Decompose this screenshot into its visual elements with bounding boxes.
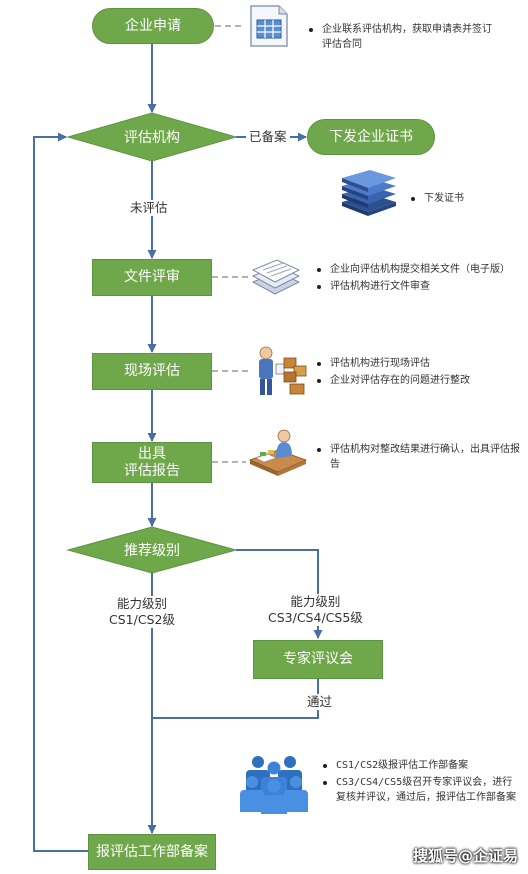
edge-label-level-high-1: 能力级别 [290, 594, 341, 609]
node-filing: 报评估工作部备案 [88, 834, 216, 870]
application-form-icon [250, 5, 288, 47]
note-filing: CS1/CS2级报评估工作部备案 CS3/CS4/CS5级召开专家评议会，进行复… [322, 758, 522, 807]
note-doc-review-text-1: 企业向评估机构提交相关文件（电子版） [330, 264, 510, 275]
note-cert: 下发证书 [410, 191, 510, 208]
watermark: 搜狐号@企证易 [412, 847, 518, 865]
note-onsite-text-1: 评估机构进行现场评估 [330, 358, 430, 369]
node-issue-cert: 下发企业证书 [307, 119, 435, 155]
inspector-boxes-icon [259, 346, 307, 395]
note-apply-text-1: 企业联系评估机构，获取申请表并签订评估合同 [322, 24, 492, 50]
node-issue-cert-label: 下发企业证书 [329, 128, 413, 145]
report-desk-icon [248, 429, 308, 476]
note-onsite-item-1: 评估机构进行现场评估 [316, 356, 516, 371]
note-apply-item: 企业联系评估机构，获取申请表并签订评估合同 [308, 22, 500, 52]
note-filing-item-2: CS3/CS4/CS5级召开专家评议会，进行复核并评议，通过后，报评估工作部备案 [322, 775, 522, 805]
node-report-label-1: 出具 [138, 445, 166, 462]
note-doc-review-item-1: 企业向评估机构提交相关文件（电子版） [316, 262, 510, 277]
note-report: 评估机构对整改结果进行确认，出具评估报告 [316, 442, 522, 474]
note-filing-text-2: CS3/CS4/CS5级召开专家评议会，进行复核并评议，通过后，报评估工作部备案 [336, 777, 516, 803]
note-report-text-1: 评估机构对整改结果进行确认，出具评估报告 [330, 444, 520, 470]
note-cert-text-1: 下发证书 [424, 193, 464, 204]
edge-label-filed: 已备案 [246, 129, 290, 145]
note-cert-item: 下发证书 [410, 191, 510, 206]
note-report-item: 评估机构对整改结果进行确认，出具评估报告 [316, 442, 522, 472]
edge-label-passed: 通过 [304, 694, 336, 710]
edge-label-not-assessed: 未评估 [127, 200, 171, 216]
edge-label-level-low: 能力级别 CS1/CS2级 [106, 596, 178, 628]
arrow-filing-loop [33, 132, 88, 852]
note-doc-review-item-2: 评估机构进行文件审查 [316, 279, 508, 294]
node-report: 出具 评估报告 [92, 442, 212, 483]
certificate-stack-icon [342, 170, 396, 216]
node-expert-meeting: 专家评议会 [253, 640, 383, 679]
node-report-label-2: 评估报告 [124, 462, 180, 479]
edge-label-level-high: 能力级别 CS3/CS4/CS5级 [265, 594, 366, 626]
edge-label-level-low-1: 能力级别 [116, 596, 167, 611]
note-filing-text-1: CS1/CS2级报评估工作部备案 [336, 760, 469, 771]
note-onsite-item-2: 企业对评估存在的问题进行整改 [316, 373, 516, 388]
node-onsite: 现场评估 [92, 353, 212, 390]
node-filing-label: 报评估工作部备案 [96, 843, 208, 860]
node-apply: 企业申请 [92, 8, 214, 44]
node-agency-label: 评估机构 [124, 130, 180, 146]
node-onsite-label: 现场评估 [124, 363, 180, 379]
people-group-icon [240, 756, 308, 814]
note-doc-review-text-2: 评估机构进行文件审查 [330, 281, 430, 292]
node-expert-meeting-label: 专家评议会 [283, 651, 353, 667]
note-filing-item-1: CS1/CS2级报评估工作部备案 [322, 758, 522, 773]
note-doc-review: 企业向评估机构提交相关文件（电子版） 评估机构进行文件审查 [316, 262, 510, 296]
edge-label-level-high-2: CS3/CS4/CS5级 [268, 610, 363, 625]
node-doc-review-label: 文件评审 [124, 269, 180, 285]
edge-label-level-low-2: CS1/CS2级 [109, 612, 175, 627]
line-expert-merge [152, 679, 319, 719]
node-doc-review: 文件评审 [92, 259, 212, 296]
note-onsite: 评估机构进行现场评估 企业对评估存在的问题进行整改 [316, 356, 516, 390]
node-apply-label: 企业申请 [125, 17, 181, 34]
note-apply: 企业联系评估机构，获取申请表并签订评估合同 [308, 22, 500, 54]
documents-icon [251, 259, 301, 295]
note-onsite-text-2: 企业对评估存在的问题进行整改 [330, 375, 470, 386]
node-recommend-label: 推荐级别 [124, 543, 180, 559]
